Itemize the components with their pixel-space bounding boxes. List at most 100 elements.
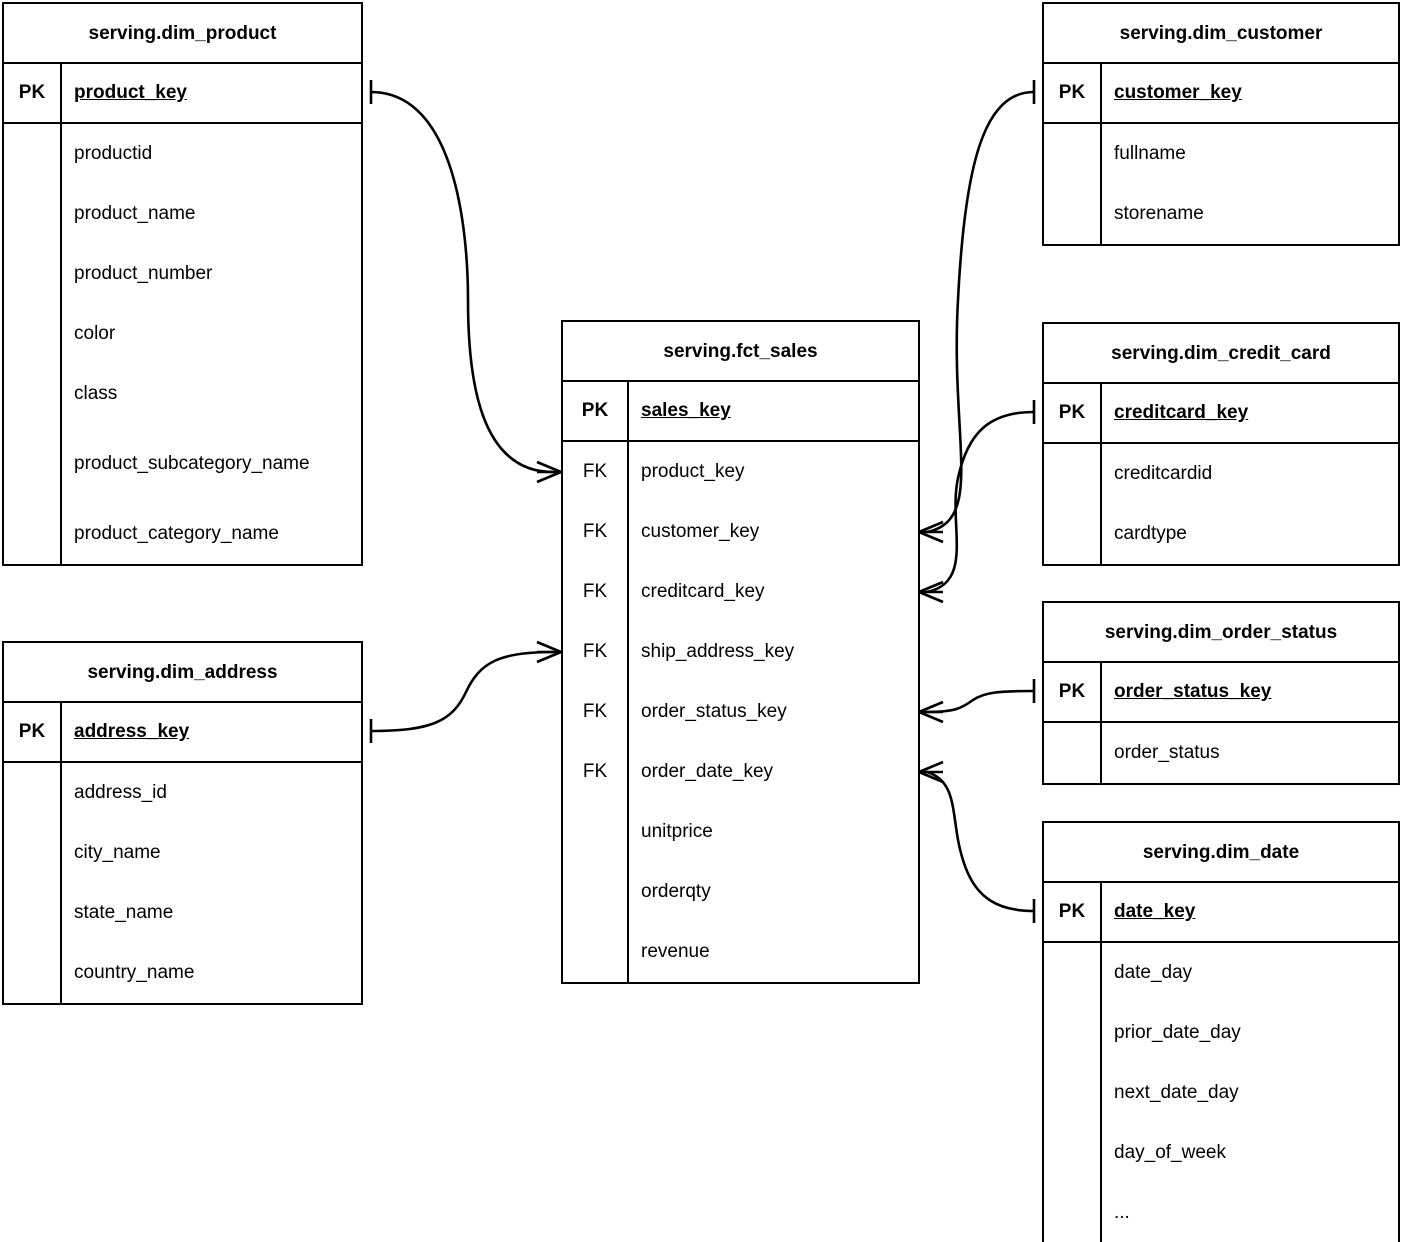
relationship-customer-to-sales bbox=[918, 80, 1036, 544]
field-row: orderqty bbox=[641, 881, 711, 902]
entity-dim-order-status[interactable]: serving.dim_order_status PK order_status… bbox=[1042, 601, 1400, 785]
field-row: ... bbox=[1114, 1202, 1130, 1223]
pk-field-name: sales_key bbox=[641, 400, 731, 421]
pk-field-name: address_key bbox=[74, 721, 190, 742]
pk-badge: PK bbox=[4, 64, 62, 122]
entity-dim-product[interactable]: serving.dim_product PK product_key produ… bbox=[2, 2, 363, 566]
entity-dim-customer[interactable]: serving.dim_customer PK customer_key ful… bbox=[1042, 2, 1400, 246]
pk-field-name: product_key bbox=[74, 82, 187, 103]
fk-badge: FK bbox=[563, 442, 629, 502]
fk-badge: FK bbox=[563, 502, 629, 562]
field-row: product_subcategory_name bbox=[62, 424, 361, 504]
pk-badge: PK bbox=[1044, 663, 1102, 721]
fk-badge: FK bbox=[563, 622, 629, 682]
relationship-creditcard-to-sales bbox=[918, 400, 1036, 604]
pk-row: PK sales_key bbox=[563, 382, 918, 442]
field-row: creditcardid bbox=[1114, 463, 1213, 484]
pk-row: PK product_key bbox=[4, 64, 361, 124]
field-row: color bbox=[74, 323, 116, 344]
field-row: class bbox=[74, 383, 118, 404]
entity-body: order_status bbox=[1044, 723, 1398, 783]
key-gutter bbox=[1044, 124, 1102, 244]
pk-badge: PK bbox=[563, 382, 629, 440]
field-row: productid bbox=[74, 143, 153, 164]
entity-body: creditcardid cardtype bbox=[1044, 444, 1398, 564]
fk-field-name: order_status_key bbox=[641, 701, 787, 722]
entity-dim-date[interactable]: serving.dim_date PK date_key date_day pr… bbox=[1042, 821, 1400, 1242]
pk-field-name: creditcard_key bbox=[1114, 402, 1249, 423]
key-gutter bbox=[1044, 444, 1102, 564]
entity-body: date_day prior_date_day next_date_day da… bbox=[1044, 943, 1398, 1242]
pk-row: PK creditcard_key bbox=[1044, 384, 1398, 444]
pk-row: PK customer_key bbox=[1044, 64, 1398, 124]
field-row: unitprice bbox=[641, 821, 713, 842]
field-list: date_day prior_date_day next_date_day da… bbox=[1102, 943, 1398, 1242]
key-gutter bbox=[1044, 723, 1102, 783]
fk-field-name: order_date_key bbox=[641, 761, 774, 782]
entity-fct-sales[interactable]: serving.fct_sales PK sales_key FK produc… bbox=[561, 320, 920, 984]
key-gutter bbox=[4, 763, 62, 1003]
relationship-date-to-sales bbox=[918, 760, 1036, 923]
key-gutter bbox=[563, 922, 629, 982]
fk-badge: FK bbox=[563, 742, 629, 802]
key-gutter bbox=[1044, 943, 1102, 1242]
entity-body: FK product_key FK customer_key FK credit… bbox=[563, 442, 918, 982]
fk-field-name: creditcard_key bbox=[641, 581, 765, 602]
field-row: state_name bbox=[74, 902, 174, 923]
field-row: order_status bbox=[1114, 742, 1220, 763]
relationship-product-to-sales bbox=[369, 80, 562, 484]
entity-title: serving.dim_credit_card bbox=[1044, 324, 1398, 384]
fk-field-name: product_key bbox=[641, 461, 745, 482]
fk-row: FK product_key bbox=[563, 442, 918, 502]
pk-badge: PK bbox=[1044, 384, 1102, 442]
field-row: fullname bbox=[1114, 143, 1186, 164]
key-gutter bbox=[563, 862, 629, 922]
key-gutter bbox=[4, 124, 62, 564]
entity-title: serving.dim_address bbox=[4, 643, 361, 703]
pk-badge: PK bbox=[1044, 64, 1102, 122]
fk-field-name: customer_key bbox=[641, 521, 760, 542]
field-label: product_subcategory_name bbox=[74, 453, 310, 474]
field-row: cardtype bbox=[1114, 523, 1187, 544]
key-gutter bbox=[563, 802, 629, 862]
relationship-orderstatus-to-sales bbox=[918, 679, 1036, 724]
field-row: product_category_name bbox=[74, 523, 279, 544]
fk-row: FK ship_address_key bbox=[563, 622, 918, 682]
field-row: revenue bbox=[641, 941, 710, 962]
pk-row: PK order_status_key bbox=[1044, 663, 1398, 723]
entity-title: serving.fct_sales bbox=[563, 322, 918, 382]
entity-dim-address[interactable]: serving.dim_address PK address_key addre… bbox=[2, 641, 363, 1005]
pk-row: PK address_key bbox=[4, 703, 361, 763]
entity-body: productid product_name product_number co… bbox=[4, 124, 361, 564]
entity-title: serving.dim_product bbox=[4, 4, 361, 64]
fk-row: FK order_status_key bbox=[563, 682, 918, 742]
entity-title: serving.dim_order_status bbox=[1044, 603, 1398, 663]
fk-badge: FK bbox=[563, 682, 629, 742]
field-row: product_name bbox=[74, 203, 196, 224]
field-row: city_name bbox=[74, 842, 161, 863]
field-row: prior_date_day bbox=[1114, 1022, 1241, 1043]
field-row: address_id bbox=[74, 782, 167, 803]
entity-title: serving.dim_date bbox=[1044, 823, 1398, 883]
field-row: date_day bbox=[1114, 962, 1193, 983]
pk-field-name: customer_key bbox=[1114, 82, 1242, 103]
pk-field-name: date_key bbox=[1114, 901, 1196, 922]
field-row: product_number bbox=[74, 263, 213, 284]
fk-row: FK order_date_key bbox=[563, 742, 918, 802]
fk-row: FK creditcard_key bbox=[563, 562, 918, 622]
field-list: productid product_name product_number co… bbox=[62, 124, 361, 564]
entity-body: address_id city_name state_name country_… bbox=[4, 763, 361, 1003]
field-list: address_id city_name state_name country_… bbox=[62, 763, 361, 1003]
fk-row: FK customer_key bbox=[563, 502, 918, 562]
field-row: next_date_day bbox=[1114, 1082, 1239, 1103]
fk-badge: FK bbox=[563, 562, 629, 622]
field-list: creditcardid cardtype bbox=[1102, 444, 1398, 564]
measure-row: revenue bbox=[563, 922, 918, 982]
measure-row: orderqty bbox=[563, 862, 918, 922]
entity-title: serving.dim_customer bbox=[1044, 4, 1398, 64]
entity-body: fullname storename bbox=[1044, 124, 1398, 244]
pk-row: PK date_key bbox=[1044, 883, 1398, 943]
entity-dim-credit-card[interactable]: serving.dim_credit_card PK creditcard_ke… bbox=[1042, 322, 1400, 566]
pk-badge: PK bbox=[1044, 883, 1102, 941]
